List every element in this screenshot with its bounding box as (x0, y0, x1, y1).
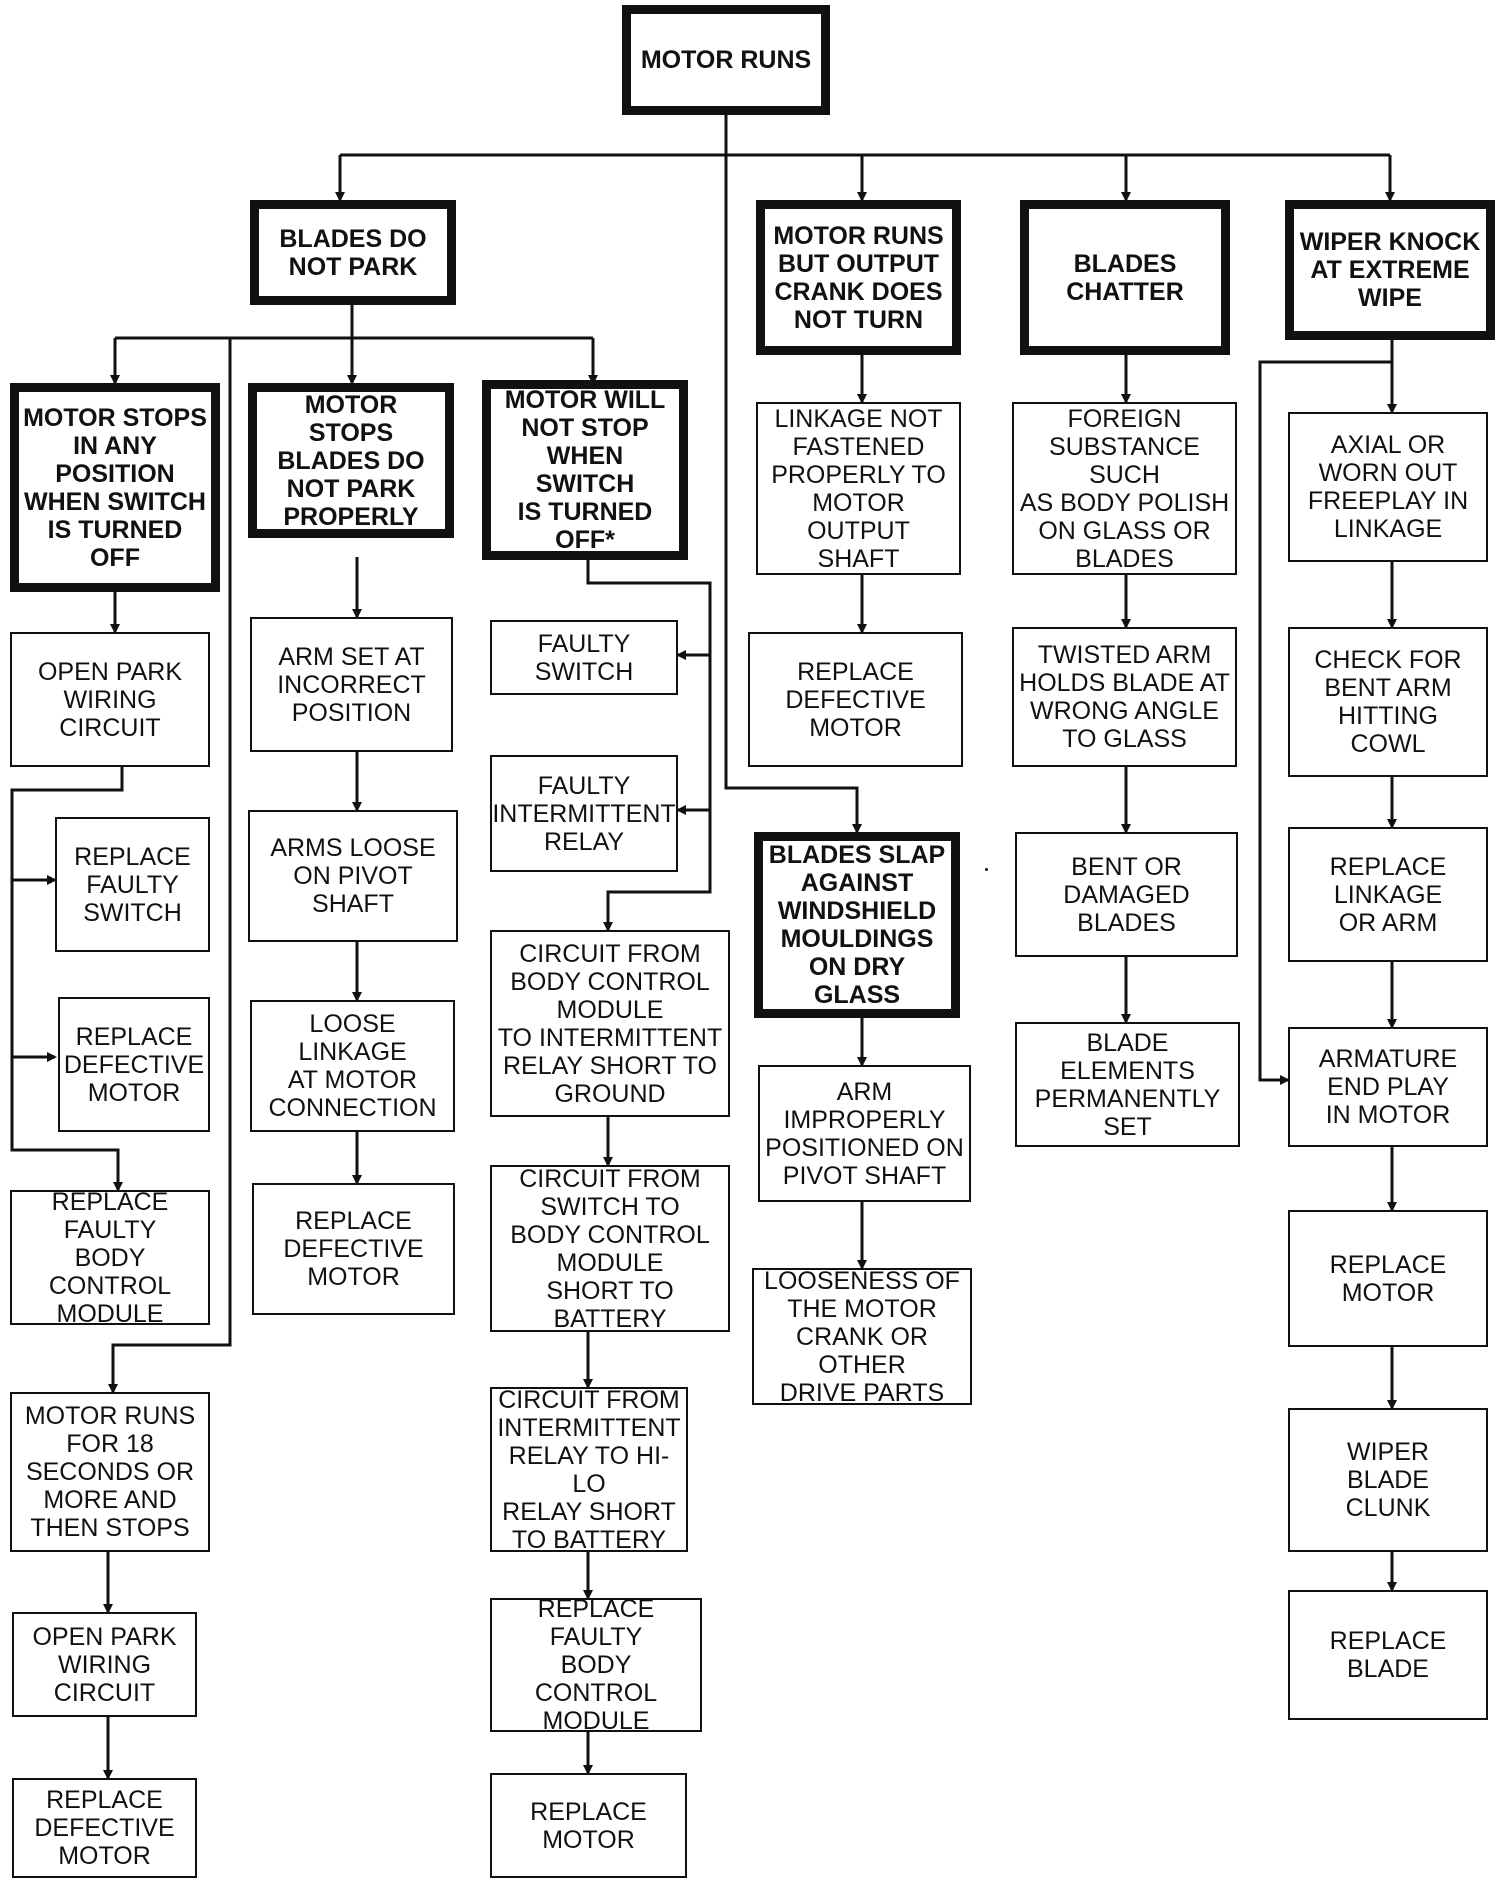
node-linkage-not-fastened: LINKAGE NOT FASTENED PROPERLY TO MOTOR O… (756, 402, 961, 575)
node-replace-linkage-or-arm: REPLACE LINKAGE OR ARM (1288, 827, 1488, 962)
node-check-bent-arm: CHECK FOR BENT ARM HITTING COWL (1288, 627, 1488, 777)
node-replace-defective-motor-b: REPLACE DEFECTIVE MOTOR (12, 1778, 197, 1878)
node-arms-loose-pivot: ARMS LOOSE ON PIVOT SHAFT (248, 810, 458, 942)
node-motor-stops-any-position: MOTOR STOPS IN ANY POSITION WHEN SWITCH … (10, 383, 220, 592)
node-wiper-knock: WIPER KNOCK AT EXTREME WIPE (1285, 200, 1495, 340)
node-open-park-wiring-1: OPEN PARK WIRING CIRCUIT (10, 632, 210, 767)
node-blade-elements-set: BLADE ELEMENTS PERMANENTLY SET (1015, 1022, 1240, 1147)
node-replace-defective-motor-e: REPLACE DEFECTIVE MOTOR (748, 632, 963, 767)
node-replace-motor-f: REPLACE MOTOR (1288, 1210, 1488, 1347)
node-replace-faulty-bcm-b: REPLACE FAULTY BODY CONTROL MODULE (490, 1595, 702, 1735)
node-foreign-substance: FOREIGN SUBSTANCE SUCH AS BODY POLISH ON… (1012, 402, 1237, 575)
node-twisted-arm: TWISTED ARM HOLDS BLADE AT WRONG ANGLE T… (1012, 627, 1237, 767)
node-looseness-of-crank: LOOSENESS OF THE MOTOR CRANK OR OTHER DR… (752, 1267, 972, 1407)
node-axial-freeplay: AXIAL OR WORN OUT FREEPLAY IN LINKAGE (1288, 412, 1488, 562)
line-to-slap (724, 155, 862, 834)
node-replace-faulty-bcm-a: REPLACE FAULTY BODY CONTROL MODULE (10, 1188, 210, 1328)
node-arm-improperly-positioned: ARM IMPROPERLY POSITIONED ON PIVOT SHAFT (758, 1065, 971, 1202)
node-wiper-blade-clunk: WIPER BLADE CLUNK (1288, 1408, 1488, 1552)
node-faulty-switch: FAULTY SWITCH (490, 620, 678, 695)
node-open-park-wiring-2: OPEN PARK WIRING CIRCUIT (12, 1612, 197, 1717)
node-blades-slap: BLADES SLAP AGAINST WINDSHIELD MOULDINGS… (754, 832, 960, 1018)
node-replace-faulty-switch: REPLACE FAULTY SWITCH (55, 817, 210, 952)
stray-mark (985, 868, 988, 871)
line-to-runs-18 (108, 338, 232, 1394)
node-replace-blade: REPLACE BLADE (1288, 1590, 1488, 1720)
node-loose-linkage: LOOSE LINKAGE AT MOTOR CONNECTION (250, 1000, 455, 1132)
node-motor-will-not-stop: MOTOR WILL NOT STOP WHEN SWITCH IS TURNE… (482, 380, 688, 560)
node-motor-stops-blades-do-not-park: MOTOR STOPS BLADES DO NOT PARK PROPERLY (248, 383, 454, 538)
node-armature-end-play: ARMATURE END PLAY IN MOTOR (1288, 1027, 1488, 1147)
node-output-crank-does-not-turn: MOTOR RUNS BUT OUTPUT CRANK DOES NOT TUR… (756, 200, 961, 355)
node-replace-defective-motor-a: REPLACE DEFECTIVE MOTOR (58, 997, 210, 1132)
node-arm-set-incorrect: ARM SET AT INCORRECT POSITION (250, 617, 453, 752)
node-circuit-bcm-to-relay: CIRCUIT FROM BODY CONTROL MODULE TO INTE… (490, 930, 730, 1117)
node-motor-runs: MOTOR RUNS (622, 5, 830, 115)
wont-stop-side-line (586, 560, 712, 932)
node-blades-chatter: BLADES CHATTER (1020, 200, 1230, 355)
node-motor-runs-18-seconds: MOTOR RUNS FOR 18 SECONDS OR MORE AND TH… (10, 1392, 210, 1552)
left-bypass-line (10, 767, 124, 1192)
node-replace-defective-motor-c: REPLACE DEFECTIVE MOTOR (252, 1183, 455, 1315)
node-blades-do-not-park: BLADES DO NOT PARK (250, 200, 456, 305)
node-circuit-relay-to-hilo: CIRCUIT FROM INTERMITTENT RELAY TO HI-LO… (490, 1386, 688, 1554)
node-circuit-switch-to-bcm: CIRCUIT FROM SWITCH TO BODY CONTROL MODU… (490, 1165, 730, 1333)
node-replace-motor-d: REPLACE MOTOR (490, 1773, 687, 1878)
node-bent-damaged-blades: BENT OR DAMAGED BLADES (1015, 832, 1238, 957)
node-faulty-intermittent-relay: FAULTY INTERMITTENT RELAY (490, 755, 678, 872)
knock-side-line (1258, 360, 1392, 1085)
